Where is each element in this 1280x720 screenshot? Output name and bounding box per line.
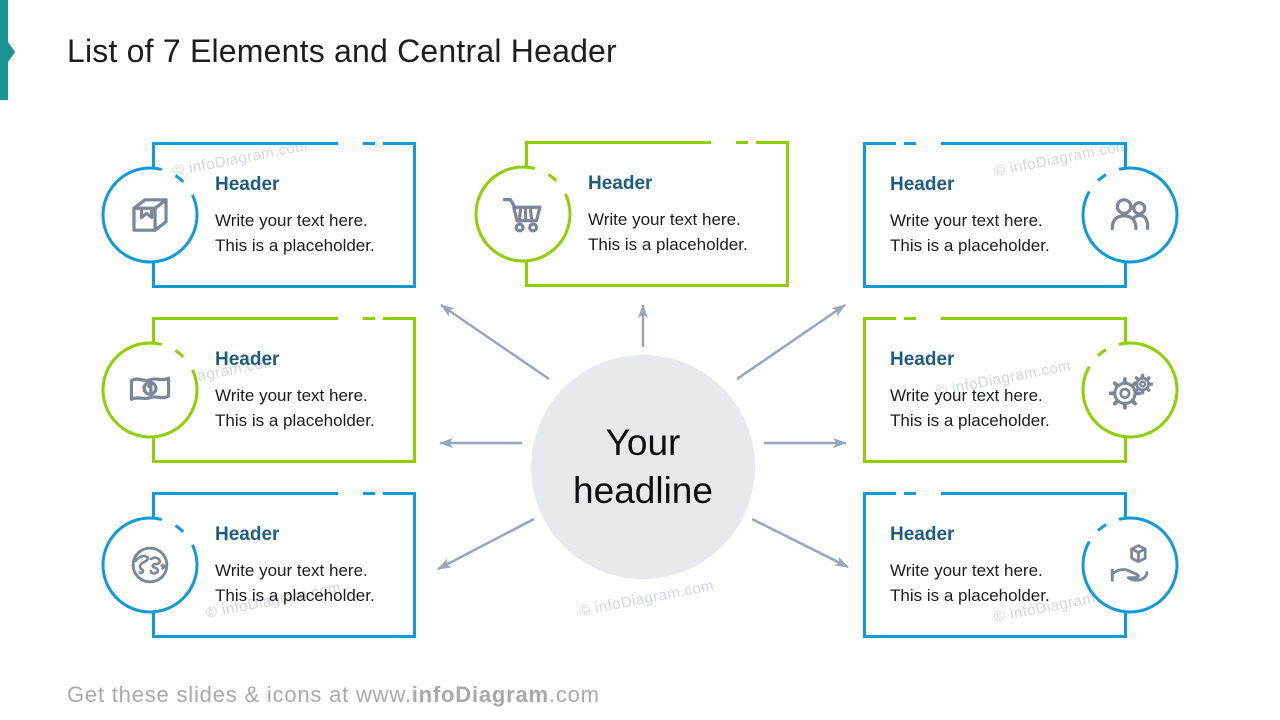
people-icon [1110,198,1150,231]
central-headline-circle: Your headline [531,355,755,579]
circle-ring [1081,166,1179,264]
card-middle-left: Header Write your text here. This is a p… [101,317,416,463]
card-body: Write your text here. This is a placehol… [215,558,375,608]
arrow-down-right [751,517,849,569]
footer-brand: infoDiagram [411,682,549,707]
card-body-line: Write your text here. [215,561,368,580]
card-text: Header Write your text here. This is a p… [890,174,1050,258]
border-dash-gap [896,317,904,320]
border-dash-gap [711,141,736,144]
card-header: Header [588,173,653,194]
footer-suffix: .com [548,682,600,707]
border-dash-gap [375,317,383,320]
card-body-line: This is a placeholder. [890,411,1050,430]
card-body-line: This is a placeholder. [215,236,375,255]
banknote-icon [129,376,171,401]
border-dash-gap [916,317,941,320]
border-dash-gap [375,492,383,495]
card-text: Header Write your text here. This is a p… [215,349,375,433]
card-text: Header Write your text here. This is a p… [215,174,375,258]
shopping-cart-icon [502,198,542,233]
footer: Get these slides & icons at www.infoDiag… [67,682,600,708]
card-header: Header [215,524,280,545]
border-dash-gap [916,142,941,145]
border-dash-gap [338,317,363,320]
card-header: Header [215,349,280,370]
accent-bar [0,0,8,100]
border-dash-gap [916,492,941,495]
circle-ring [1081,516,1179,614]
card-body-line: Write your text here. [215,386,368,405]
border-dash-gap [338,142,363,145]
card-text: Header Write your text here. This is a p… [890,349,1050,433]
border-dash-gap [896,492,904,495]
card-body-line: This is a placeholder. [588,235,748,254]
card-text: Header Write your text here. This is a p… [890,524,1050,608]
arrow-down-left [437,517,535,571]
icon-circle [100,340,200,440]
card-top-right: Header Write your text here. This is a p… [863,142,1179,288]
headline-line: headline [573,470,713,511]
card-body-line: Write your text here. [890,561,1043,580]
icon-circle [100,165,200,265]
slide-title: List of 7 Elements and Central Header [67,33,617,69]
headline-line: Your [605,422,681,463]
card-body-line: This is a placeholder. [215,586,375,605]
gears-icon [1108,373,1154,410]
card-body-line: Write your text here. [215,211,368,230]
card-body: Write your text here. This is a placehol… [215,383,375,433]
hand-box-icon [1110,544,1149,582]
icon-circle [1080,340,1180,440]
circle-ring [1081,341,1179,439]
icon-circle [1080,515,1180,615]
border-dash-gap [896,142,904,145]
card-bottom-left: Header Write your text here. This is a p… [101,492,416,638]
card-body-line: This is a placeholder. [890,236,1050,255]
card-middle-right: Header Write your text here. This is a p… [863,317,1179,463]
card-header: Header [890,174,955,195]
card-body: Write your text here. This is a placehol… [215,208,375,258]
card-text: Header Write your text here. This is a p… [588,173,748,257]
icon-circle [100,515,200,615]
card-header: Header [215,174,280,195]
border-dash-gap [748,141,756,144]
icon-circle [473,164,573,264]
circle-ring [101,516,199,614]
card-body-line: This is a placeholder. [890,586,1050,605]
border-dash-gap [375,142,383,145]
globe-icon [131,546,169,584]
card-body-line: Write your text here. [890,211,1043,230]
card-header: Header [890,349,955,370]
border-dash-gap [338,492,363,495]
card-body: Write your text here. This is a placehol… [890,208,1050,258]
card-body-line: Write your text here. [890,386,1043,405]
card-header: Header [890,524,955,545]
card-top-left: Header Write your text here. This is a p… [101,142,416,288]
card-top-center: Header Write your text here. This is a p… [474,141,789,287]
icon-circle [1080,165,1180,265]
accent-chevron-icon [8,42,15,62]
arrow-up-right [736,303,846,381]
card-body-line: Write your text here. [588,210,741,229]
package-icon [132,198,168,232]
card-body: Write your text here. This is a placehol… [890,558,1050,608]
footer-prefix: Get these slides & icons at www. [67,682,412,707]
arrow-up-left [440,303,550,381]
card-bottom-right: Header Write your text here. This is a p… [863,492,1179,638]
card-body: Write your text here. This is a placehol… [890,383,1050,433]
card-text: Header Write your text here. This is a p… [215,524,375,608]
card-body: Write your text here. This is a placehol… [588,207,748,257]
circle-ring [474,165,572,263]
card-body-line: This is a placeholder. [215,411,375,430]
